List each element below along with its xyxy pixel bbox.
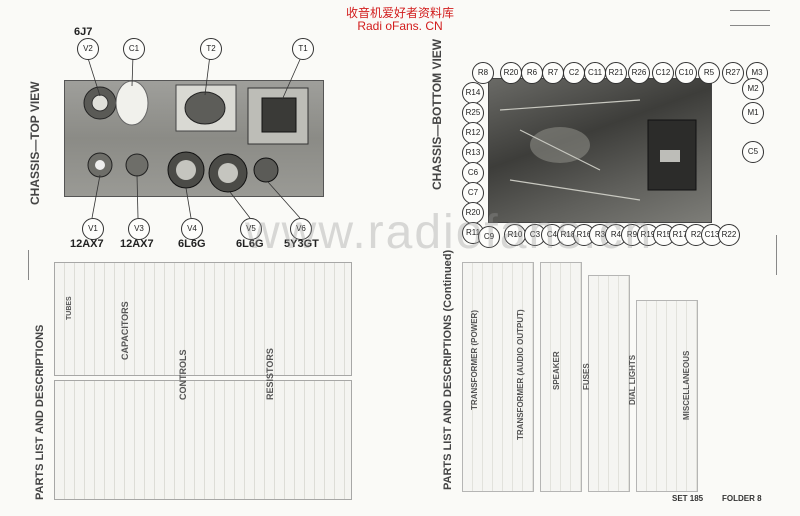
callout-bv-top-9: C10 (675, 62, 697, 84)
callout-bv-top-8: C12 (652, 62, 674, 84)
callout-bv-left-3: R13 (462, 142, 484, 164)
section-miscellaneous: MISCELLANEOUS (682, 350, 691, 420)
site-watermark: www.radiofans.cn (245, 206, 654, 259)
callout-bottom-v6: V6 (290, 218, 312, 240)
callout-top-left-1: C1 (123, 38, 145, 60)
callout-top-left-0: V2 (77, 38, 99, 60)
callout-bv-left-2: R12 (462, 122, 484, 144)
callout-bv-right-0: M2 (742, 78, 764, 100)
callout-bv-left-0: R14 (462, 82, 484, 104)
site-header-chinese: 收音机爱好者资料库 (345, 6, 454, 20)
callout-bv-left-9: C9 (478, 226, 500, 248)
callout-bottom-v5: V5 (240, 218, 262, 240)
parts-table-resistors (54, 380, 352, 500)
callout-bv-top-0: R8 (472, 62, 494, 84)
corner-stamp-right (776, 235, 789, 275)
callout-bv-top-11: R27 (722, 62, 744, 84)
callout-bv-top-5: C11 (584, 62, 606, 84)
callout-bv-top-10: R5 (698, 62, 720, 84)
callout-bottom-v4: V4 (181, 218, 203, 240)
callout-bv-left-1: R25 (462, 102, 484, 124)
tube-type-v4: 6L6G (178, 238, 206, 250)
callout-bv-right-1: M1 (742, 102, 764, 124)
callout-bv-top-2: R6 (521, 62, 543, 84)
section-fuses: FUSES (582, 363, 591, 390)
callout-bv-left-4: C6 (462, 162, 484, 184)
corner-stamp-top-right (730, 10, 770, 26)
callout-bottom-v1: V1 (82, 218, 104, 240)
callout-bv-bottom-13: R22 (718, 224, 740, 246)
callout-bv-right-2: C5 (742, 141, 764, 163)
parts-table-power (462, 262, 534, 492)
tube-type-v3: 12AX7 (120, 238, 154, 250)
footer-folder-number: FOLDER 8 (722, 494, 762, 503)
section-audio-transformer: TRANSFORMER (AUDIO OUTPUT) (516, 309, 525, 440)
callout-bv-left-5: C7 (462, 182, 484, 204)
parts-table-misc (636, 300, 698, 492)
tube-type-v5: 6L6G (236, 238, 264, 250)
callout-bv-top-4: C2 (563, 62, 585, 84)
section-power-transformer: TRANSFORMER (POWER) (470, 310, 479, 410)
footer-set-number: SET 185 (672, 494, 704, 503)
callout-bv-top-7: R26 (628, 62, 650, 84)
callout-bv-bottom-1: C3 (524, 224, 546, 246)
site-header-latin: Radi oFans. CN (357, 19, 443, 33)
callout-top-left-2: T2 (200, 38, 222, 60)
parts-table-tubes (54, 262, 352, 376)
parts-list-title-right: PARTS LIST AND DESCRIPTIONS (Continued) (442, 249, 454, 490)
tube-type-v6: 5Y3GT (284, 238, 319, 250)
callout-bottom-v3: V3 (128, 218, 150, 240)
corner-stamp-left (28, 250, 41, 280)
parts-table-fuses (588, 275, 630, 492)
tube-type-top: 6J7 (74, 26, 93, 38)
parts-table-audio (540, 262, 582, 492)
section-dial-lights: DIAL LIGHTS (628, 354, 637, 405)
tube-type-v1: 12AX7 (70, 238, 104, 250)
callout-bv-top-6: R21 (605, 62, 627, 84)
callout-bv-top-3: R7 (542, 62, 564, 84)
section-speaker: SPEAKER (552, 351, 561, 390)
callout-bv-top-1: R20 (500, 62, 522, 84)
callout-top-left-3: T1 (292, 38, 314, 60)
